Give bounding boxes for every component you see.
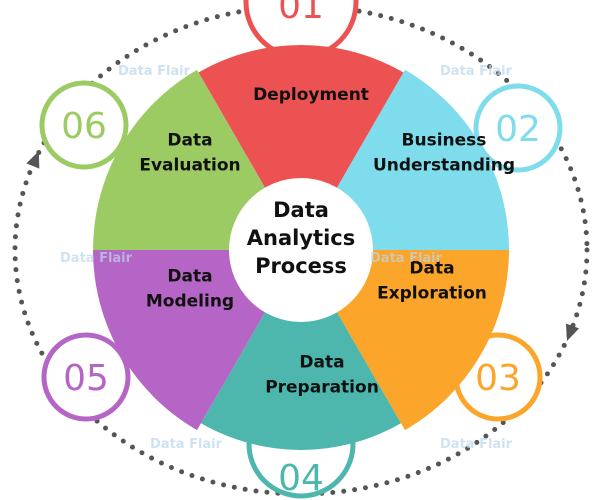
step-label-04-line-2: Preparation [265, 378, 379, 398]
step-number-06: 06 [61, 106, 107, 147]
watermark-logo: Data Flair [370, 251, 443, 266]
step-label-04-line-1: Data [299, 353, 344, 373]
step-label-03-line-2: Exploration [377, 284, 487, 304]
center-title-line-2: Analytics [247, 226, 355, 250]
center-title-line-1: Data [273, 198, 329, 222]
cycle-arrowhead-icon [26, 151, 40, 169]
watermark-logo: Data Flair [150, 437, 223, 452]
watermark-logo: Data Flair [440, 437, 513, 452]
step-number-04: 04 [278, 458, 324, 499]
step-label-02-line-1: Business [402, 131, 487, 151]
watermark-logo: Data Flair [60, 251, 133, 266]
cycle-arrowhead-icon [565, 323, 580, 341]
step-label-06-line-1: Data [167, 131, 212, 151]
watermark-logo: Data Flair [440, 64, 513, 79]
step-number-02: 02 [495, 109, 541, 150]
number-circle-05 [41, 332, 131, 422]
step-label-02-line-2: Understanding [373, 156, 515, 176]
step-number-03: 03 [475, 358, 521, 399]
segment-step-01 [198, 44, 404, 250]
center-circle [229, 178, 373, 322]
step-label-03-line-1: Data [409, 259, 454, 279]
segment-step-04 [201, 250, 401, 450]
step-number-01: 01 [278, 0, 324, 27]
number-circle-06 [39, 80, 129, 170]
center-title-line-3: Process [255, 254, 347, 278]
step-label-05-line-2: Modeling [146, 292, 234, 312]
step-number-05: 05 [63, 358, 109, 399]
step-label-05-line-1: Data [167, 267, 212, 287]
watermark-logo: Data Flair [118, 64, 191, 79]
step-label-01-line-1: Deployment [253, 85, 369, 105]
number-circle-02 [473, 83, 563, 173]
step-label-06-line-2: Evaluation [139, 156, 240, 176]
